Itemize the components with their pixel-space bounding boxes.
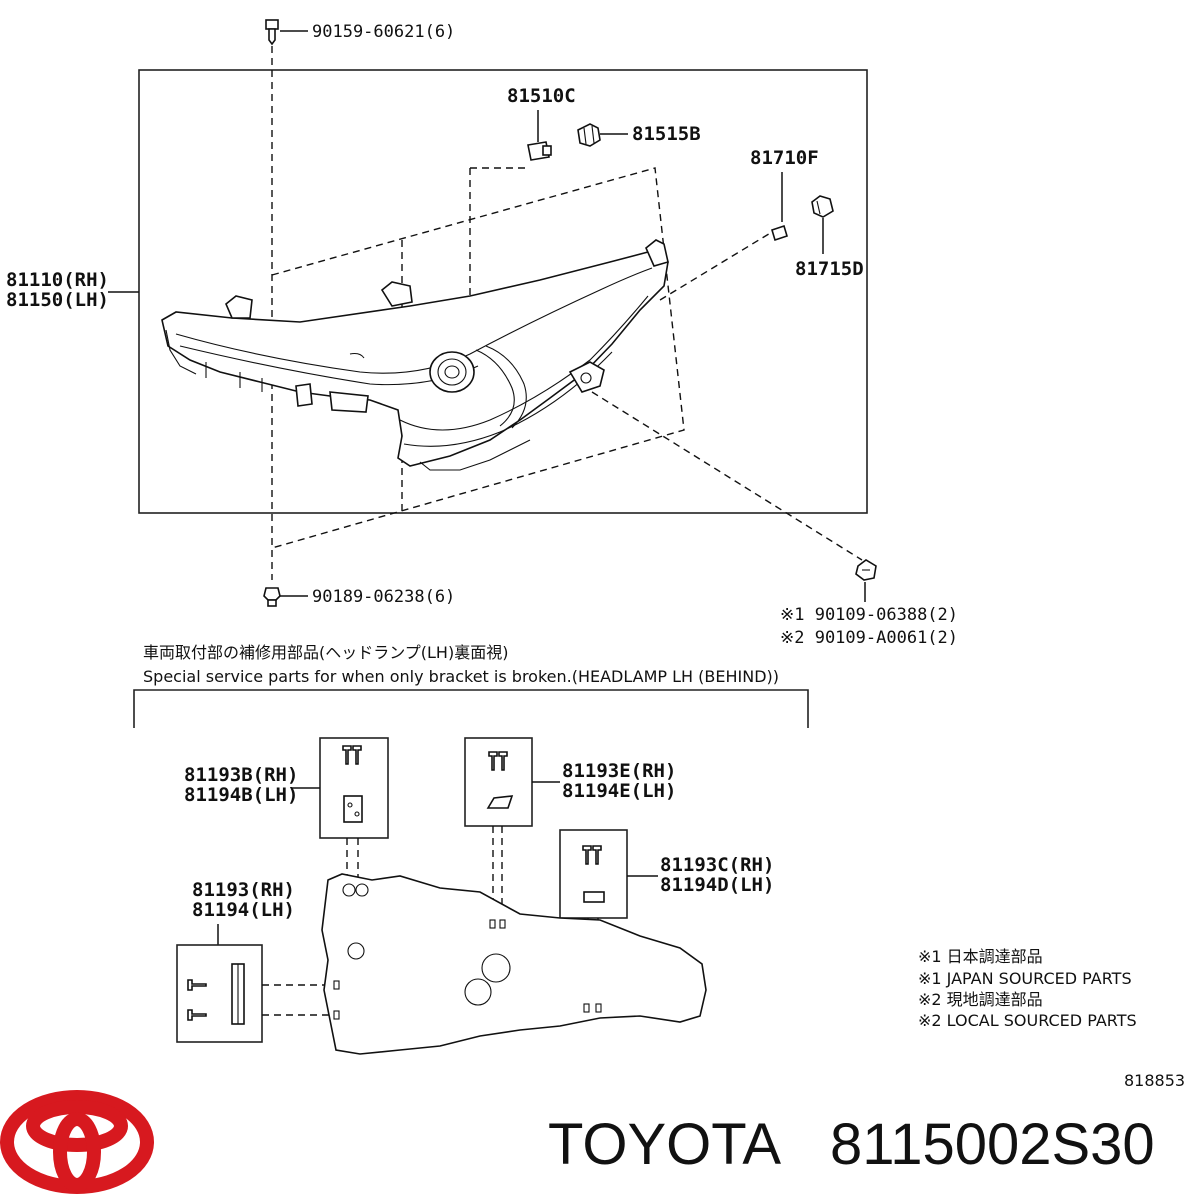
socket-81710f-icon <box>771 224 788 242</box>
note-1-en: ※1 JAPAN SOURCED PARTS <box>918 969 1132 988</box>
label-headlamp-lh: 81150(LH) <box>6 289 109 311</box>
label-81715d: 81715D <box>795 258 864 280</box>
label-kit-e-lh: 81194E(LH) <box>562 780 676 802</box>
service-bracket <box>133 689 809 728</box>
diagram-id: 818853 <box>1124 1071 1185 1090</box>
label-81515b: 81515B <box>632 123 701 145</box>
kit-b-screws-icon <box>342 745 363 823</box>
label-screw-2: ※2 90109-A0061(2) <box>780 628 958 648</box>
bulb-81515b-icon <box>577 123 601 147</box>
screw-icon <box>855 559 877 581</box>
label-screw-1: ※1 90109-06388(2) <box>780 605 958 625</box>
label-headlamp-rh: 81110(RH) <box>6 269 109 291</box>
service-title-jp: 車両取付部の補修用部品(ヘッドランプ(LH)裏面視) <box>143 643 508 662</box>
note-1-jp: ※1 日本調達部品 <box>918 947 1043 966</box>
label-kit-lh: 81194(LH) <box>192 899 295 921</box>
note-2-en: ※2 LOCAL SOURCED PARTS <box>918 1011 1137 1030</box>
bulb-81715d-icon <box>811 195 834 218</box>
label-kit-rh: 81193(RH) <box>192 879 295 901</box>
headlamp-assembly <box>161 239 669 471</box>
brand-name: TOYOTA <box>548 1112 781 1177</box>
headlamp-back-outline <box>321 873 707 1055</box>
label-kit-b-lh: 81194B(LH) <box>184 784 298 806</box>
note-2-jp: ※2 現地調達部品 <box>918 990 1043 1009</box>
label-bolt-top: 90159-60621(6) <box>312 22 455 42</box>
kit-c-screws-icon <box>582 845 605 903</box>
label-kit-e-rh: 81193E(RH) <box>562 760 676 782</box>
label-81710f: 81710F <box>750 147 819 169</box>
part-number: 8115002S30 <box>830 1112 1155 1177</box>
kit-b-box <box>319 737 389 839</box>
kit-left-screws-icon <box>187 963 245 1025</box>
kit-left-box <box>176 944 263 1043</box>
kit-e-screws-icon <box>486 751 514 809</box>
bottom-bolt-icon <box>263 587 308 607</box>
top-bolt-icon <box>265 19 308 46</box>
service-title-en: Special service parts for when only brac… <box>143 667 779 686</box>
socket-81510c-icon <box>527 141 552 161</box>
toyota-logo <box>0 1090 154 1194</box>
label-81510c: 81510C <box>507 85 576 107</box>
label-kit-d-lh: 81194D(LH) <box>660 874 774 896</box>
kit-c-box <box>559 829 628 919</box>
label-bolt-bottom: 90189-06238(6) <box>312 587 455 607</box>
label-kit-c-rh: 81193C(RH) <box>660 854 774 876</box>
label-kit-b-rh: 81193B(RH) <box>184 764 298 786</box>
